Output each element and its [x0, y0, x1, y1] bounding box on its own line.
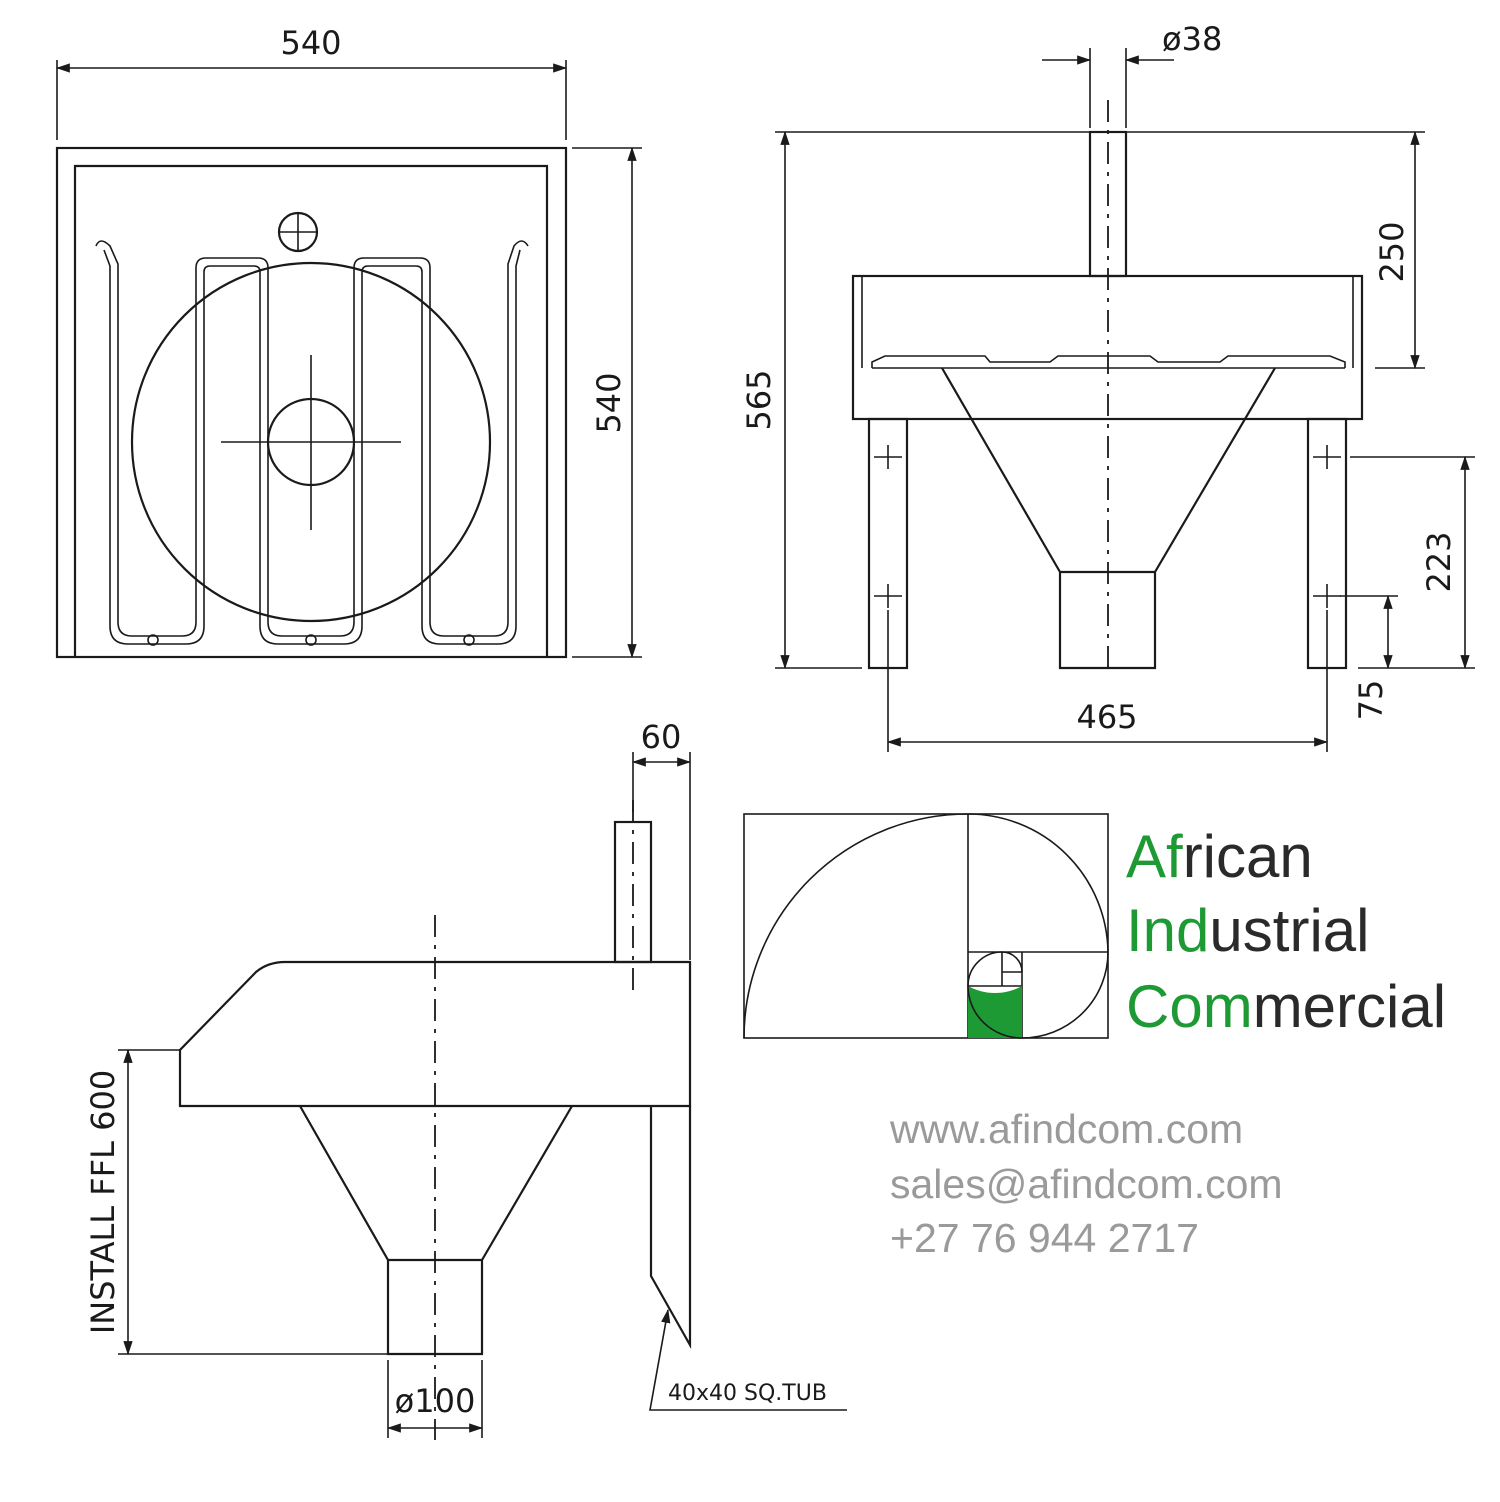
dim-install: INSTALL FFL 600	[84, 1070, 122, 1334]
side-view: 60 INSTALL FFL 600 ø100 40x40 SQ.TUB	[84, 718, 847, 1440]
brand-line-3-rest: mercial	[1253, 973, 1446, 1040]
brand-line-2: Industrial	[1126, 897, 1369, 964]
logo-green-quarter	[968, 986, 1022, 1038]
brand-line-2-accent: Ind	[1126, 897, 1209, 964]
golden-spiral	[743, 813, 1109, 1039]
contact-info: www.afindcom.com sales@afindcom.com +27 …	[889, 1106, 1283, 1261]
grid-profile	[871, 355, 1346, 368]
leg-fixing-marks	[874, 445, 1341, 608]
dim-leg-height: 223	[1420, 531, 1458, 592]
front-funnel	[941, 367, 1276, 670]
dim-pipe-dia: ø38	[1162, 20, 1222, 58]
contact-phone[interactable]: +27 76 944 2717	[890, 1215, 1199, 1261]
contact-website[interactable]: www.afindcom.com	[889, 1106, 1243, 1152]
square-tube-leg	[649, 1106, 692, 1350]
dim-front-height: 565	[740, 369, 778, 430]
golden-ratio-logo	[743, 813, 1109, 1039]
dim-top-width: 540	[280, 24, 341, 62]
brand-line-3: Commercial	[1126, 973, 1446, 1040]
brand-name: African Industrial Commercial	[1126, 823, 1446, 1040]
basin-circle	[130, 261, 492, 623]
front-view: ø38 565 250 223	[740, 20, 1475, 752]
basin-box	[851, 274, 1364, 421]
top-view-outer-frame	[55, 146, 568, 659]
brand-line-2-rest: ustrial	[1209, 897, 1369, 964]
brand-line-1-accent: Af	[1126, 823, 1183, 890]
contact-email[interactable]: sales@afindcom.com	[890, 1161, 1283, 1207]
side-funnel	[299, 1105, 573, 1356]
brand-line-3-accent: Com	[1126, 973, 1253, 1040]
dim-side-offset: 60	[641, 718, 682, 756]
top-view-inner-frame	[73, 164, 549, 657]
top-view: 540 540	[55, 24, 642, 659]
dim-upper-height: 250	[1373, 221, 1411, 282]
dim-outlet-dia: ø100	[395, 1382, 476, 1420]
tube-leader	[649, 1308, 847, 1411]
dim-leg-span: 465	[1076, 698, 1137, 736]
side-basin-body	[178, 960, 692, 1108]
dim-leg-bottom: 75	[1352, 680, 1390, 721]
logo-frame	[743, 813, 1109, 1039]
brand-line-1-rest: rican	[1183, 823, 1313, 890]
dim-top-height: 540	[590, 372, 628, 433]
tube-label: 40x40 SQ.TUB	[668, 1381, 827, 1406]
grid-rack	[95, 240, 529, 646]
brand-line-1: African	[1126, 823, 1313, 890]
